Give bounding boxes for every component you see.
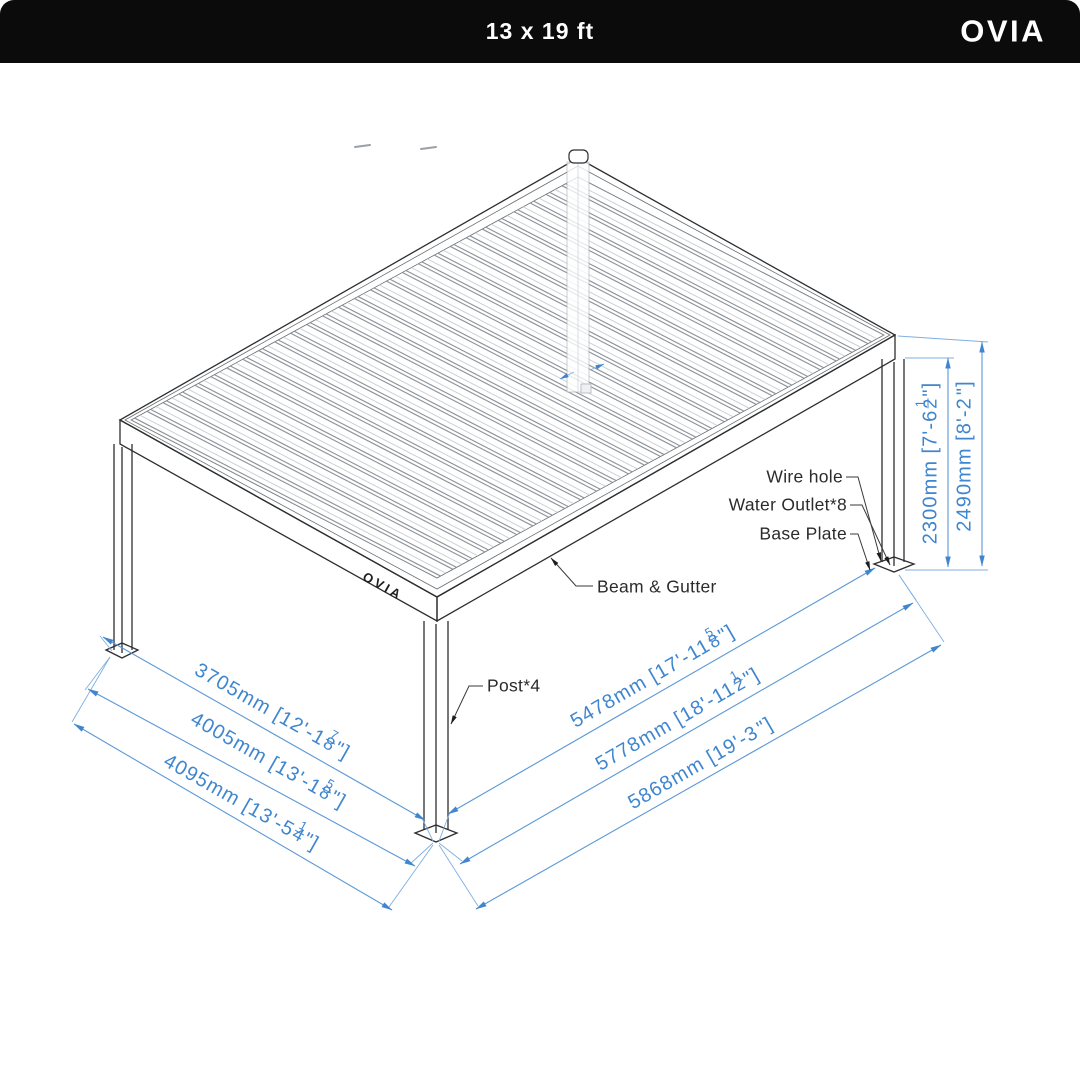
roof-corner-cap xyxy=(568,149,589,164)
leader-lines xyxy=(450,476,891,725)
beams-and-gutter xyxy=(119,333,896,623)
label-water-outlet: Water Outlet*8 xyxy=(728,494,847,515)
dim-line-4005 xyxy=(87,688,416,867)
dim-label-2490: 2490mm[8'-2"] xyxy=(953,380,976,532)
roof-dash-mark xyxy=(354,144,371,148)
label-beam-gutter: Beam & Gutter xyxy=(597,576,717,597)
header-bar: 13 x 19 ft OVIA xyxy=(0,0,1080,63)
dim-line-5778 xyxy=(459,602,914,865)
roof-louvers xyxy=(131,177,884,578)
label-base-plate: Base Plate xyxy=(759,523,847,544)
brand-logo: OVIA xyxy=(960,12,1046,48)
dim-line-4095 xyxy=(73,723,393,911)
roof-dash-mark xyxy=(420,146,437,150)
post-right xyxy=(872,359,916,573)
dim-line-5868 xyxy=(475,644,942,910)
leader-wire-hole xyxy=(846,476,882,562)
label-wire-hole: Wire hole xyxy=(766,466,843,487)
dimension-lines xyxy=(73,341,985,911)
dim-line-3705 xyxy=(102,636,426,821)
leader-water-outlet xyxy=(850,504,891,566)
post-front xyxy=(413,621,459,843)
extension-lines xyxy=(71,335,989,908)
label-post: Post*4 xyxy=(487,675,541,696)
louvered-roof xyxy=(118,144,897,598)
post-left xyxy=(104,444,140,659)
leader-beam-gutter xyxy=(550,557,593,587)
leader-post xyxy=(450,685,483,725)
size-label: 13 x 19 ft xyxy=(485,18,595,44)
roof-center-channel xyxy=(566,161,592,394)
leader-base-plate xyxy=(850,533,871,571)
